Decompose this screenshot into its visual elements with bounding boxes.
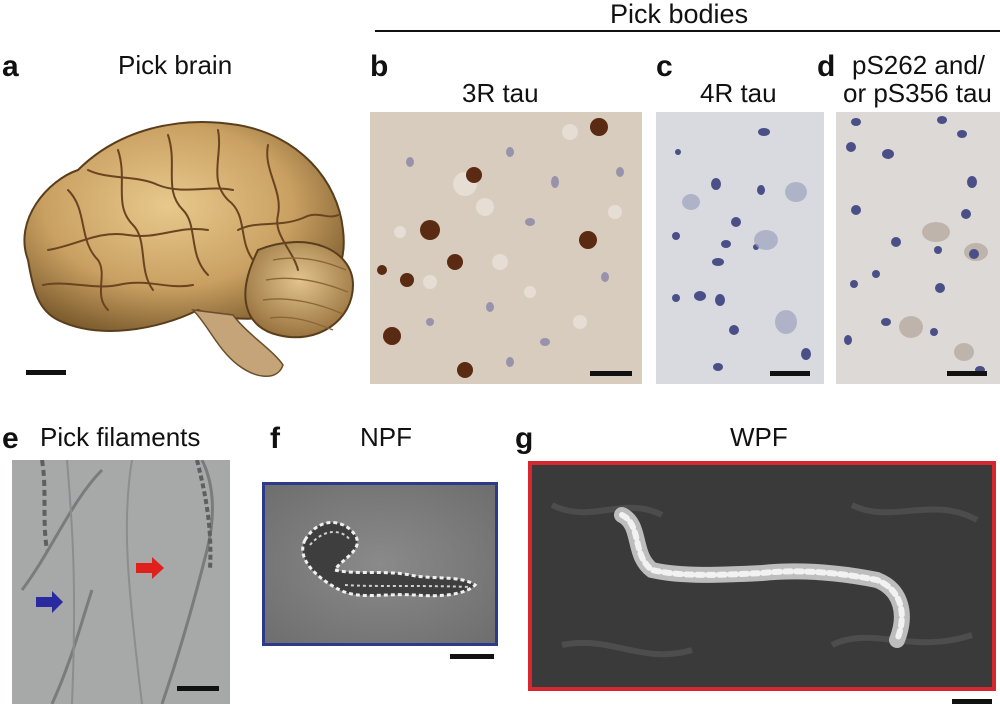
panel-f-letter: f <box>270 422 280 455</box>
panel-f-scale-bar <box>450 654 494 659</box>
pick-bodies-header-rule <box>375 30 1000 32</box>
panel-e-letter: e <box>2 422 19 455</box>
panel-e-micrograph <box>12 460 230 704</box>
panel-b-scale-bar <box>590 371 632 376</box>
panel-g-scale-bar <box>952 699 992 704</box>
panel-b-letter: b <box>370 50 389 83</box>
panel-b-title: 3R tau <box>462 78 539 108</box>
panel-f-npf-image <box>262 482 498 646</box>
panel-d-micrograph <box>836 112 1000 384</box>
panel-d-title-line2: or pS356 tau <box>843 78 992 108</box>
panel-d-title-line1: pS262 and/ <box>852 50 986 80</box>
panel-a-scale-bar <box>26 370 66 375</box>
panel-a-letter: a <box>2 50 19 83</box>
panel-g-wpf-image <box>528 461 996 691</box>
panel-d-letter: d <box>817 50 836 83</box>
pick-bodies-header: Pick bodies <box>610 0 749 29</box>
panel-f-title: NPF <box>360 422 412 452</box>
panel-g-title: WPF <box>730 422 788 452</box>
panel-c-letter: c <box>656 50 673 83</box>
panel-e-scale-bar <box>177 686 219 691</box>
panel-b-micrograph <box>370 112 642 384</box>
panel-e-title: Pick filaments <box>40 422 201 452</box>
panel-a-title: Pick brain <box>118 50 233 80</box>
panel-c-scale-bar <box>770 371 810 376</box>
panel-c-title: 4R tau <box>700 78 777 108</box>
panel-d-scale-bar <box>947 371 987 376</box>
panel-c-micrograph <box>656 112 824 384</box>
panel-g-letter: g <box>515 422 534 455</box>
brain-photo <box>8 110 360 390</box>
